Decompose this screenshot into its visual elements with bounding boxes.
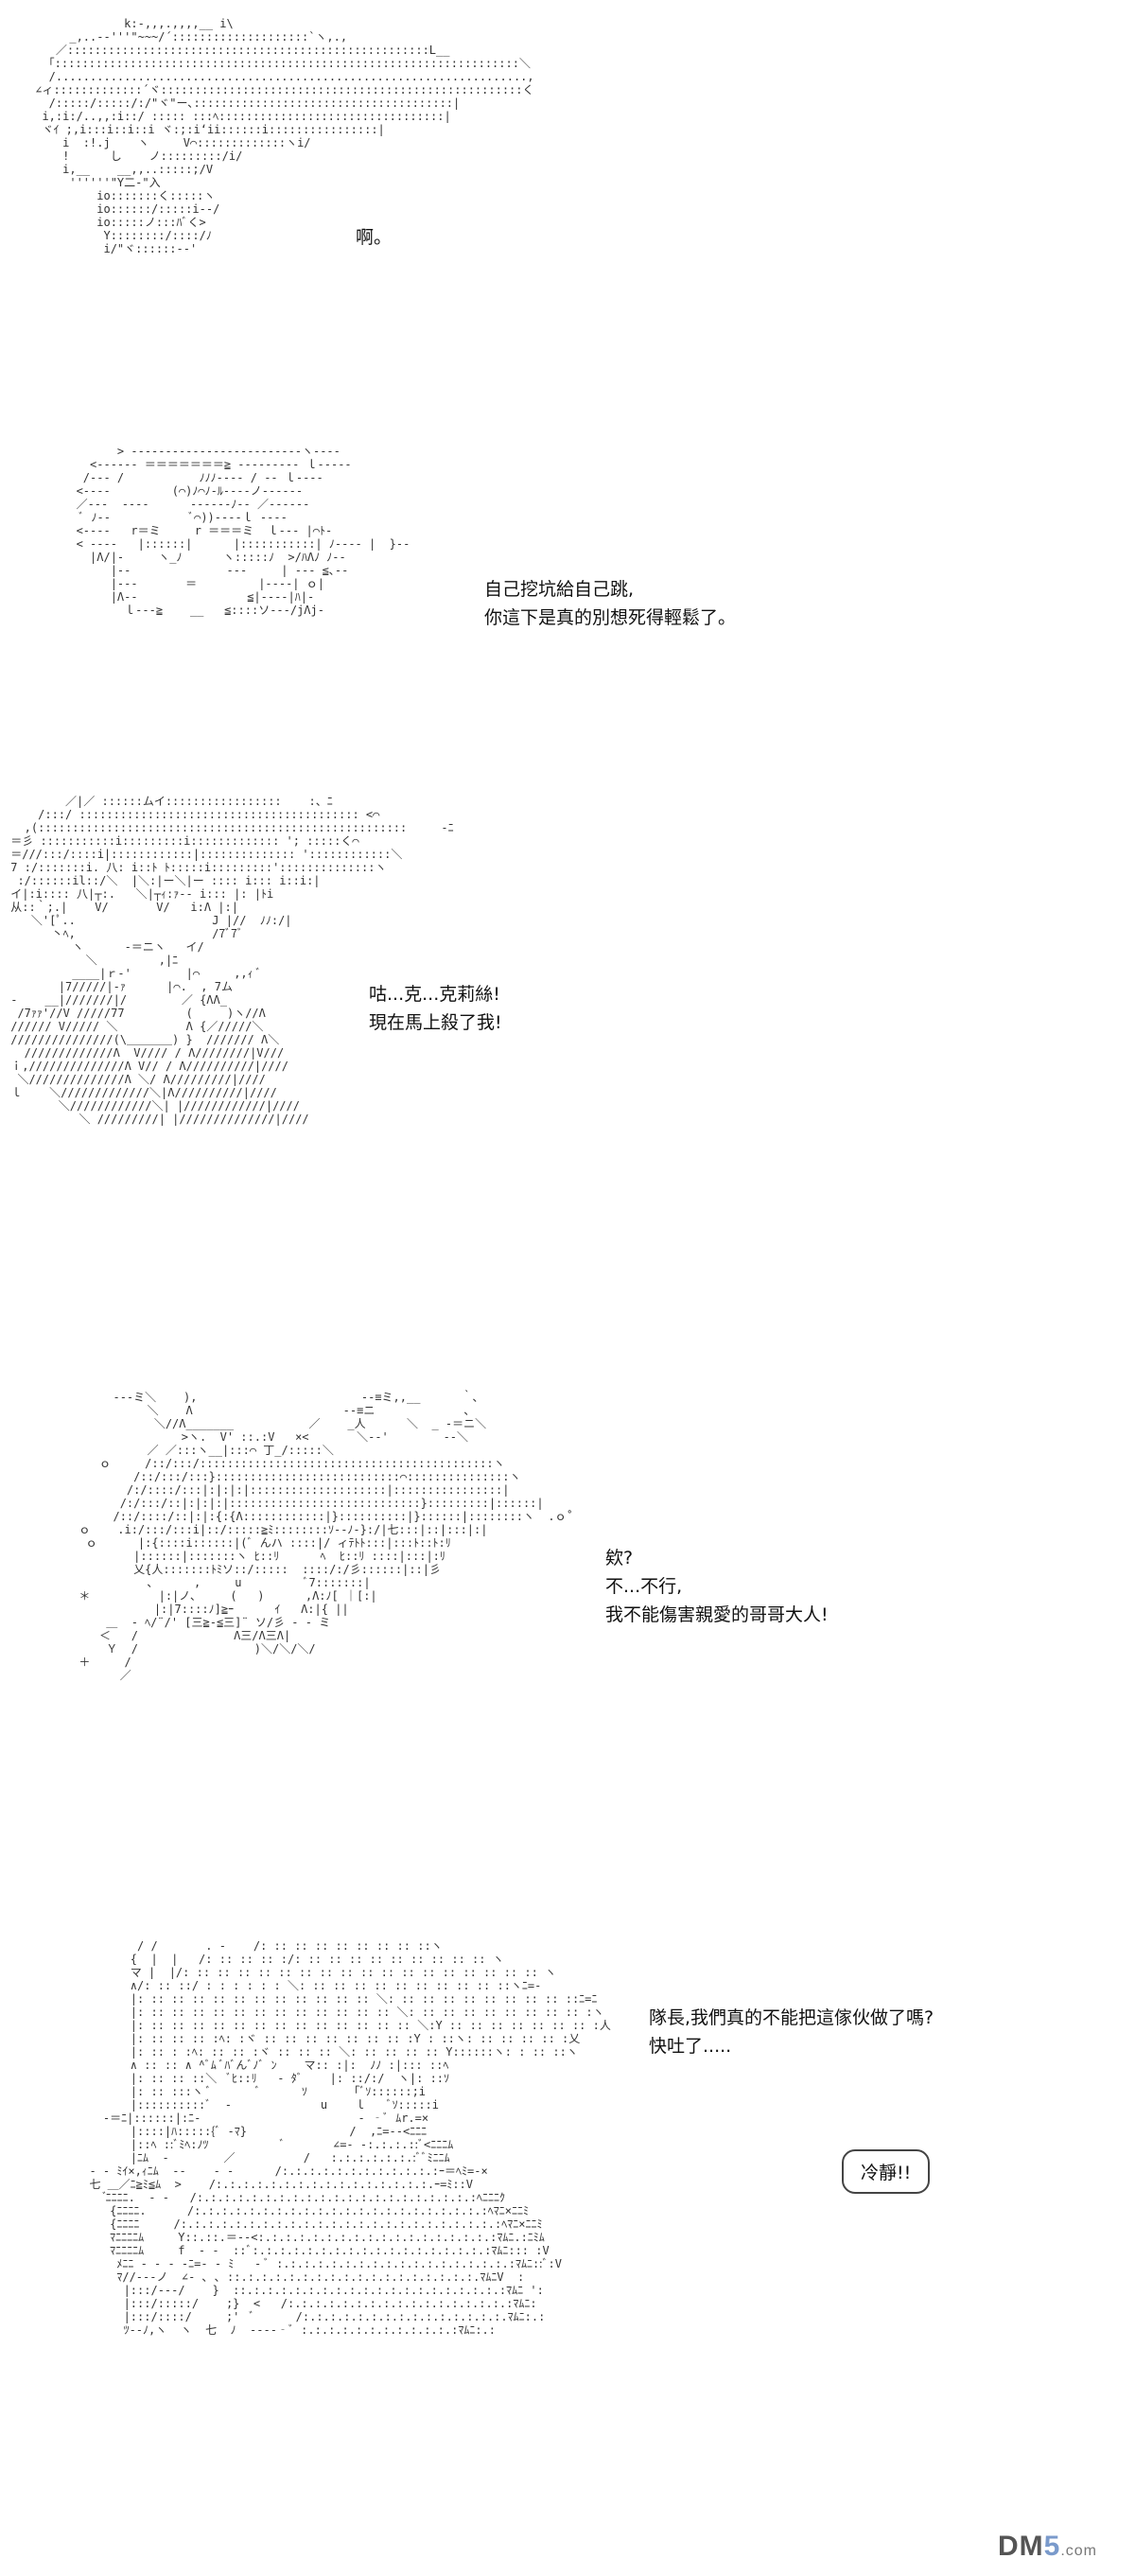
dialog-line: 咕...克...克莉絲! [369,984,500,1005]
dialog-panel-4: 欸? 不...不行, 我不能傷害親愛的哥哥大人! [605,1544,829,1629]
speech-bubble-text: 冷靜!! [861,2163,912,2183]
dialog-line: 不...不行, [605,1576,683,1597]
dialog-line: 你這下是真的別想死得輕鬆了。 [484,607,737,628]
watermark-suffix: .com [1060,2543,1097,2559]
panel-1: k:‐,,,.,,,,__ i\ _,..-‐'''"~~~/´::::::::… [0,0,1135,397]
panel-3: ／|／ ::::::ムイ::::::::::::::::: :、ﾆ /:::/ … [0,795,1135,1381]
panel-5: / / . ‐ /: :: :: :: :: :: :: :: ::ヽ { | … [0,1911,1135,2573]
watermark-digit: 5 [1043,2531,1061,2562]
watermark-prefix: DM [997,2531,1044,2562]
ascii-art-character-2: > ‐‐‐‐‐‐‐‐‐‐‐‐‐‐‐‐‐‐‐‐‐‐‐‐‐ヽ‐‐‐‐ <‐‐‐‐‐‐… [76,445,410,617]
dialog-line: 自己挖坑給自己跳, [484,579,635,600]
dialog-panel-2: 自己挖坑給自己跳, 你這下是真的別想死得輕鬆了。 [484,575,736,632]
panel-4: ‐‐‐ミ＼ ), ‐‐≡ミ,,__ ｀､ ＼ Λ ‐‐≡ニ 、 ＼//Λ____… [0,1391,1135,1883]
panel-2: > ‐‐‐‐‐‐‐‐‐‐‐‐‐‐‐‐‐‐‐‐‐‐‐‐‐ヽ‐‐‐‐ <‐‐‐‐‐‐… [0,435,1135,785]
dialog-panel-1: 啊。 [356,223,392,252]
ascii-art-character-3: ／|／ ::::::ムイ::::::::::::::::: :、ﾆ /:::/ … [10,795,454,1126]
ascii-art-character-5: / / . ‐ /: :: :: :: :: :: :: :: ::ヽ { | … [89,1939,611,2337]
dialog-line: 欸? [605,1548,634,1568]
dialog-line: 啊。 [356,227,393,248]
dialog-line: 現在馬上殺了我! [369,1012,502,1033]
speech-bubble: 冷靜!! [842,2149,931,2194]
ascii-art-character-4: ‐‐‐ミ＼ ), ‐‐≡ミ,,__ ｀､ ＼ Λ ‐‐≡ニ 、 ＼//Λ____… [79,1391,573,1682]
dialog-panel-3: 咕...克...克莉絲! 現在馬上殺了我! [369,980,502,1037]
dialog-panel-5: 隊長,我們真的不能把這傢伙做了嗎? 快吐了..... [649,2004,934,2060]
dialog-line: 我不能傷害親愛的哥哥大人! [605,1604,829,1625]
ascii-art-character-1: k:‐,,,.,,,,__ i\ _,..-‐'''"~~~/´::::::::… [35,17,534,255]
dialog-line: 快吐了..... [649,2036,732,2057]
dialog-line: 隊長,我們真的不能把這傢伙做了嗎? [649,2007,934,2028]
site-watermark: DM5.com [998,2531,1097,2563]
